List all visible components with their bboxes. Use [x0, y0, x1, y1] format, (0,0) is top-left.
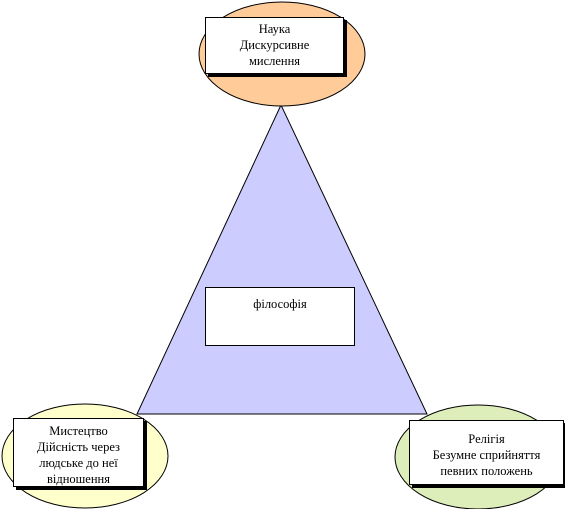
art-node: Мистецтво Дійсність через людське до неї… [13, 418, 144, 487]
science-line-2: Дискурсивне [239, 38, 310, 52]
science-node: Наука Дискурсивне мислення [205, 17, 344, 74]
science-line-3: мислення [248, 54, 301, 68]
art-title: Мистецтво [49, 424, 108, 438]
religion-line-2: Безумне сприйняття [432, 448, 541, 462]
philosophy-node: філософія [205, 287, 355, 346]
art-line-2: Дійсність через [37, 440, 120, 454]
art-line-3: людське до неї [39, 456, 118, 470]
art-line-4: відношення [47, 472, 110, 486]
religion-line-3: певних положень [440, 464, 533, 478]
philosophy-triangle [136, 103, 428, 415]
religion-title: Релігія [468, 432, 505, 446]
science-title: Наука [258, 22, 291, 36]
religion-node: Релігія Безумне сприйняття певних положе… [409, 420, 564, 485]
philosophy-title: філософія [253, 297, 307, 311]
